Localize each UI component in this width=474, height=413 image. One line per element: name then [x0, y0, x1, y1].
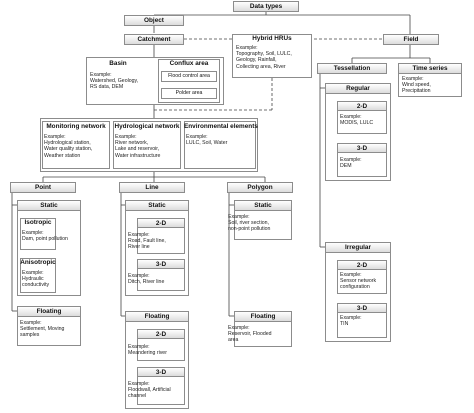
- node-conflux-title: Conflux area: [169, 60, 209, 67]
- node-point-floating-example: Example: Settlement, Moving samples: [20, 320, 65, 339]
- node-field: Field: [383, 34, 439, 45]
- node-irr-3d-title: 3-D: [337, 303, 387, 313]
- node-hydro-net-example: Example: River network, Lake and reservo…: [115, 134, 161, 159]
- node-basin-example: Example: Watershed, Geology, RS data, DE…: [90, 72, 139, 91]
- node-poly-static-title: Static: [234, 200, 292, 211]
- node-poly-static-example: Example: Soil, river section, non-point …: [228, 214, 271, 233]
- node-anisotropic-example: Example: Hydraulic conductivity: [22, 270, 50, 289]
- node-line-fl-3d-title: 3-D: [137, 367, 185, 377]
- node-monitoring-title: Monitoring network: [46, 123, 106, 130]
- node-flood-control-area: Flood control area: [161, 71, 217, 82]
- node-line: Line: [119, 182, 185, 193]
- node-polygon: Polygon: [227, 182, 293, 193]
- node-reg-2d-title: 2-D: [337, 101, 387, 111]
- node-regular: Regular: [325, 83, 391, 94]
- node-monitoring-network: [42, 121, 110, 169]
- node-reg-3d-title: 3-D: [337, 143, 387, 153]
- node-hydrological-network: [113, 121, 181, 169]
- node-time-series-title: Time series: [398, 63, 462, 74]
- node-irr-2d-example: Example: Sensor network configuration: [340, 272, 377, 291]
- node-point: Point: [10, 182, 76, 193]
- node-hydro-net-title: Hydrological network: [114, 123, 180, 130]
- node-anisotropic-title: Anisotropic: [20, 259, 56, 266]
- node-line-3d-title: 3-D: [137, 259, 185, 269]
- node-time-series-example: Example: Wind speed, Precipitation: [402, 76, 431, 95]
- node-basin-title: Basin: [109, 60, 127, 67]
- node-env-example: Example: LULC, Soil, Water: [186, 134, 228, 147]
- node-irr-3d-example: Example: TIN: [340, 315, 362, 328]
- node-isotropic: [20, 218, 56, 250]
- node-monitoring-example: Example: Hydrological station, Water qua…: [44, 134, 93, 159]
- node-anisotropic: [20, 258, 56, 293]
- node-point-floating-title: Floating: [17, 306, 81, 317]
- node-line-3d-example: Example: Ditch, River line: [128, 273, 165, 286]
- node-line-2d-title: 2-D: [137, 218, 185, 228]
- node-reg-2d-example: Example: MODIS, LULC: [340, 114, 374, 127]
- node-env-title: Environmental elements: [184, 123, 258, 130]
- node-hybrid-hrus: [232, 34, 312, 78]
- node-line-static: Static: [125, 200, 189, 211]
- node-point-static: Static: [17, 200, 81, 211]
- node-line-fl-3d-example: Example: Floodwall, Artificial channel: [128, 381, 171, 400]
- node-isotropic-example: Example: Dam, point pollution: [22, 230, 68, 243]
- node-hybrid-hrus-example: Example: Topography, Soil, LULC, Geology…: [236, 45, 292, 70]
- node-line-fl-2d-title: 2-D: [137, 329, 185, 339]
- node-poly-floating-title: Floating: [234, 311, 292, 322]
- node-tessellation: Tessellation: [317, 63, 387, 74]
- node-line-floating: Floating: [125, 311, 189, 322]
- node-irr-2d-title: 2-D: [337, 260, 387, 270]
- node-environmental-elements: [184, 121, 256, 169]
- node-isotropic-title: Isotropic: [24, 219, 52, 226]
- node-hybrid-hrus-title: Hybrid HRUs: [252, 35, 292, 42]
- node-data-types: Data types: [233, 1, 299, 12]
- node-poly-floating-example: Example: Reservoir, Flooded area: [228, 325, 272, 344]
- node-object: Object: [124, 15, 184, 26]
- node-irregular: Irregular: [325, 242, 391, 253]
- node-polder-area: Polder area: [161, 88, 217, 99]
- node-line-fl-2d-example: Example: Meandering river: [128, 344, 167, 357]
- node-catchment: Catchment: [124, 34, 184, 45]
- node-reg-3d-example: Example: DEM: [340, 157, 362, 170]
- node-line-2d-example: Example: Road, Fault line, River line: [128, 232, 166, 251]
